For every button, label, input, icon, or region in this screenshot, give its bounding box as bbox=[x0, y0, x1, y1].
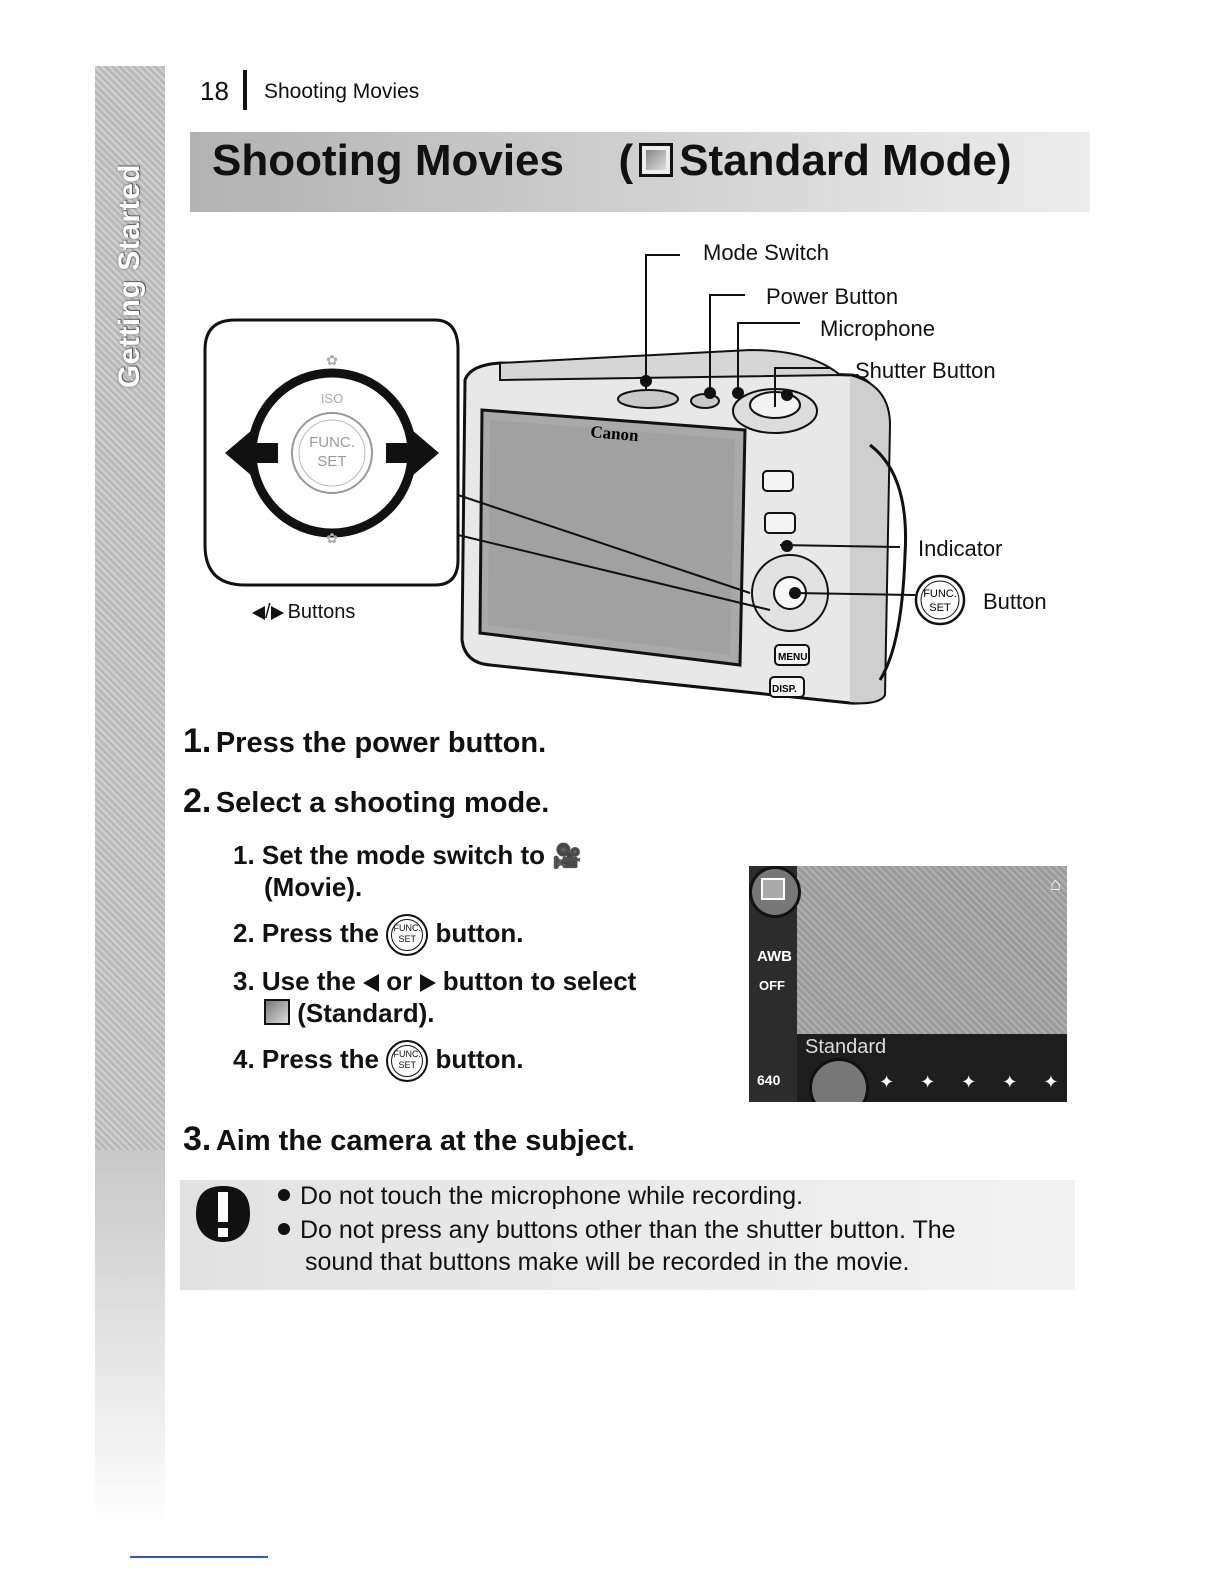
menu-button-label: MENU bbox=[778, 652, 807, 663]
dial-inset: FUNC. SET ISO ✿ ✿ bbox=[203, 318, 460, 587]
lcd-flash-off: OFF bbox=[759, 978, 785, 993]
bullet-icon bbox=[278, 1189, 290, 1201]
right-arrow-icon bbox=[270, 605, 284, 620]
side-tab-label-wrap: Getting Started bbox=[95, 66, 165, 486]
camera-brand: Canon bbox=[590, 422, 640, 445]
callout-power-button: Power Button bbox=[766, 284, 899, 309]
lr-buttons-label: Buttons bbox=[287, 601, 356, 623]
substep-3-text-a: 3. Use the bbox=[233, 966, 356, 996]
step-1-text: Press the power button. bbox=[215, 727, 547, 759]
left-arrow-icon bbox=[225, 430, 278, 476]
substep-1: 1. Set the mode switch to 🎥 bbox=[233, 840, 582, 871]
page-title-mode: Standard Mode) bbox=[679, 136, 1012, 185]
callout-microphone: Microphone bbox=[820, 316, 935, 341]
callout-indicator: Indicator bbox=[918, 536, 1003, 561]
camera-diagram: Canon MENU DISP. FUNC. SET ISO ✿ ✿ bbox=[203, 254, 966, 705]
step-1: 1. Press the power button. bbox=[183, 722, 546, 761]
disp-button-label: DISP. bbox=[772, 684, 797, 695]
left-arrow-icon bbox=[252, 605, 265, 620]
substep-3-or: or bbox=[386, 966, 413, 996]
dial-iso-label: ISO bbox=[321, 391, 343, 406]
substep-2-text-a: 2. Press the bbox=[233, 917, 379, 948]
page-title-main: Shooting Movies bbox=[212, 136, 564, 185]
caution-item-1: Do not touch the microphone while record… bbox=[278, 1182, 803, 1211]
page-title: Shooting Movies ( Standard Mode) bbox=[212, 136, 1012, 186]
substep-4-text-a: 4. Press the bbox=[233, 1043, 379, 1074]
dial-bottom-icon: ✿ bbox=[326, 530, 338, 546]
lcd-mode-icons: ✦✦✦✦✦ bbox=[879, 1072, 1067, 1092]
step-3: 3. Aim the camera at the subject. bbox=[183, 1120, 635, 1159]
caution-item-1-text: Do not touch the microphone while record… bbox=[300, 1182, 804, 1210]
func-set-icon: FUNC.SET bbox=[386, 1040, 429, 1082]
lcd-preview bbox=[797, 866, 1067, 1034]
movie-mode-icon: 🎥 bbox=[552, 843, 583, 870]
step-3-text: Aim the camera at the subject. bbox=[215, 1125, 635, 1157]
func-icon-top: FUNC. bbox=[923, 588, 957, 600]
camera-body bbox=[460, 348, 908, 705]
caution-item-2-cont: sound that buttons make will be recorded… bbox=[305, 1248, 910, 1276]
substep-3-text-c: (Standard). bbox=[297, 998, 435, 1028]
substep-3-text-b: button to select bbox=[442, 966, 637, 996]
lcd-awb: AWB bbox=[757, 948, 792, 965]
lcd-mode-label: Standard bbox=[805, 1036, 887, 1058]
callout-shutter-button: Shutter Button bbox=[855, 358, 996, 383]
bullet-icon bbox=[278, 1223, 290, 1235]
callout-dots bbox=[640, 375, 801, 599]
running-title: Shooting Movies bbox=[264, 80, 420, 103]
dial-set-label: SET bbox=[317, 453, 346, 470]
right-arrow-icon bbox=[419, 974, 436, 993]
func-icon-bottom: SET bbox=[929, 602, 951, 614]
lcd-lock-icon: ⌂ bbox=[1050, 874, 1061, 894]
left-arrow-icon bbox=[363, 974, 380, 993]
right-arrow-icon bbox=[386, 430, 439, 476]
caution-item-2: Do not press any buttons other than the … bbox=[278, 1216, 956, 1245]
standard-mode-icon bbox=[264, 999, 290, 1025]
side-tab-fade bbox=[95, 1150, 165, 1530]
header-divider bbox=[243, 70, 247, 110]
substep-1-cont: (Movie). bbox=[264, 872, 363, 902]
substep-3: 3. Use the or button to select bbox=[233, 966, 636, 997]
dial-func-label: FUNC. bbox=[309, 434, 355, 451]
step-2: 2. Select a shooting mode. bbox=[183, 782, 549, 821]
page-number: 18 bbox=[200, 76, 229, 106]
callout-func-button: Button bbox=[983, 589, 1047, 614]
bottom-rule bbox=[130, 1556, 268, 1558]
step-2-number: 2. bbox=[183, 782, 212, 820]
caution-icon bbox=[196, 1186, 250, 1242]
dial-top-icon: ✿ bbox=[326, 352, 338, 368]
side-tab-label: Getting Started bbox=[113, 163, 146, 389]
caution-item-2-text: Do not press any buttons other than the … bbox=[300, 1216, 956, 1244]
substep-4: 4. Press the FUNC.SET button. bbox=[233, 1040, 524, 1082]
callout-lines bbox=[645, 254, 916, 596]
step-3-number: 3. bbox=[183, 1120, 212, 1158]
substep-3-cont: (Standard). bbox=[264, 998, 434, 1029]
side-tab bbox=[95, 66, 165, 1150]
substep-1-text: 1. Set the mode switch to bbox=[233, 840, 546, 870]
substep-2: 2. Press the FUNC.SET button. bbox=[233, 914, 524, 956]
func-set-icon: FUNC. SET bbox=[914, 574, 966, 626]
substep-4-text-b: button. bbox=[435, 1043, 524, 1074]
lcd-640: 640 bbox=[757, 1072, 781, 1088]
lcd-screenshot: ⌂ AWB OFF 640 Standard ✦✦✦✦✦ bbox=[749, 866, 1067, 1102]
callout-lr-buttons: /Buttons bbox=[252, 601, 355, 624]
lcd-bottom-highlight bbox=[809, 1058, 869, 1102]
page-title-paren: ( bbox=[618, 136, 634, 185]
step-2-text: Select a shooting mode. bbox=[215, 787, 550, 819]
func-set-icon: FUNC.SET bbox=[386, 914, 429, 956]
step-1-number: 1. bbox=[183, 722, 212, 760]
standard-mode-icon bbox=[639, 143, 674, 177]
caution-box bbox=[180, 1180, 1075, 1290]
callout-mode-switch: Mode Switch bbox=[703, 240, 829, 265]
substep-2-text-b: button. bbox=[435, 917, 524, 948]
lcd-standard-icon bbox=[761, 878, 785, 900]
